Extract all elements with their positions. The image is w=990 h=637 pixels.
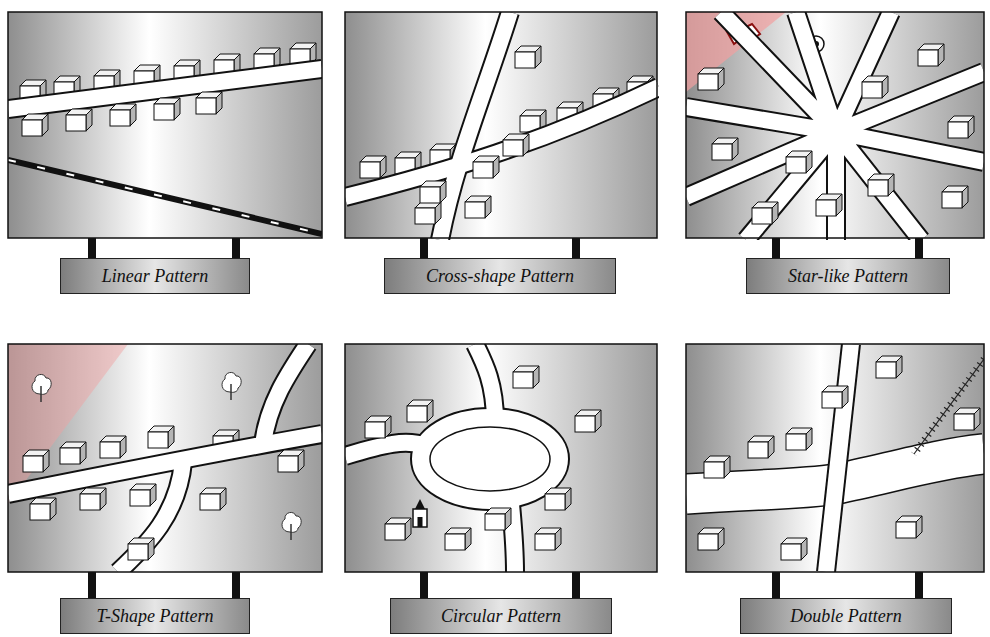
pattern-name: Cross-shape Pattern [426,266,574,287]
t-shape-panel [8,344,322,572]
cross-panel [345,12,659,240]
linear-panel [8,12,322,238]
pattern-name: Double Pattern [790,606,901,627]
pattern-name: Circular Pattern [441,606,561,627]
star-panel [686,12,984,240]
double-panel [686,344,984,572]
pattern-sign: Cross-shape Pattern [384,258,616,294]
pattern-sign: T-Shape Pattern [60,598,250,634]
circular-panel [345,344,657,572]
pattern-name: Star-like Pattern [788,266,908,287]
pattern-name: T-Shape Pattern [96,606,213,627]
pattern-sign: Star-like Pattern [746,258,950,294]
pattern-sign: Double Pattern [740,598,952,634]
pattern-sign: Circular Pattern [390,598,612,634]
pattern-sign: Linear Pattern [60,258,250,294]
pattern-name: Linear Pattern [102,266,209,287]
